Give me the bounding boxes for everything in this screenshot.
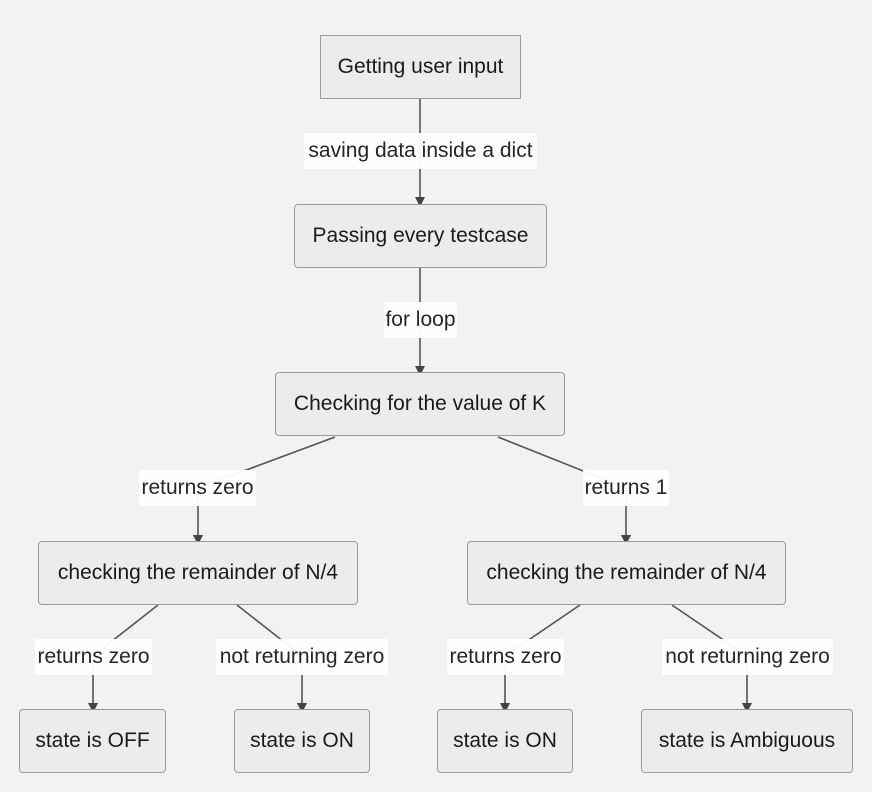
edge-label-left-to-off: returns zero xyxy=(35,639,152,675)
edge-label-right-to-on: returns zero xyxy=(447,639,564,675)
edge-label-left-to-on: not returning zero xyxy=(216,639,388,675)
node-state-ambiguous: state is Ambiguous xyxy=(641,709,853,773)
node-checking-value-of-k: Checking for the value of K xyxy=(275,372,565,436)
edge-label-right-to-ambiguous: not returning zero xyxy=(662,639,833,675)
edge-label-check-to-left: returns zero xyxy=(139,470,256,506)
node-remainder-right: checking the remainder of N/4 xyxy=(467,541,786,605)
edge-label-input-to-pass: saving data inside a dict xyxy=(304,133,537,169)
node-passing-every-testcase: Passing every testcase xyxy=(294,204,547,268)
node-state-on-left: state is ON xyxy=(234,709,370,773)
edge-label-check-to-right: returns 1 xyxy=(583,470,669,506)
node-state-off: state is OFF xyxy=(19,709,166,773)
node-state-on-right: state is ON xyxy=(437,709,573,773)
node-getting-user-input: Getting user input xyxy=(320,35,521,99)
edge-label-pass-to-check: for loop xyxy=(384,302,457,338)
node-remainder-left: checking the remainder of N/4 xyxy=(38,541,358,605)
